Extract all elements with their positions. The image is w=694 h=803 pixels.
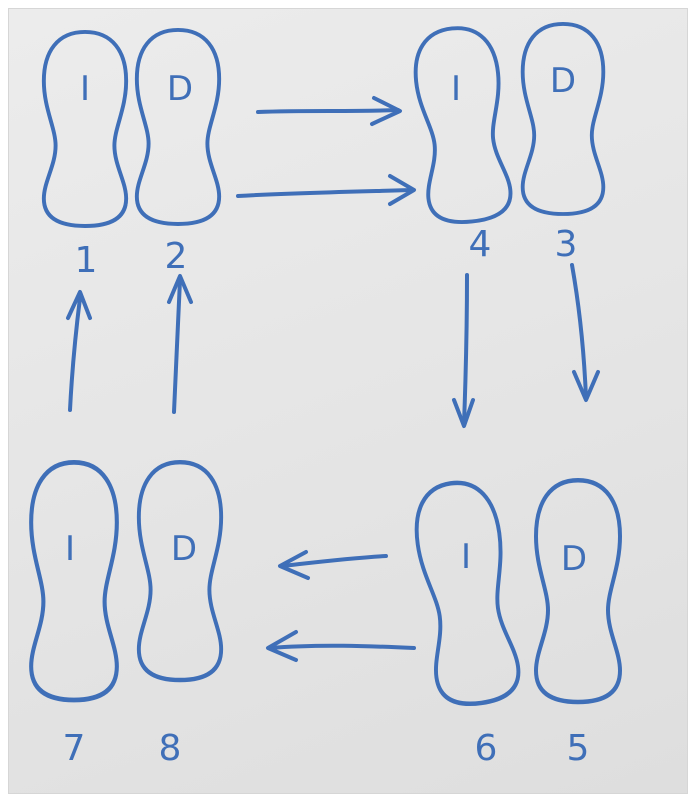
step-number: 1 <box>75 240 98 281</box>
footprint-1: I 1 <box>41 29 129 281</box>
footprint-letter: I <box>461 537 471 577</box>
arrow-right-icon <box>256 96 402 126</box>
footprint-letter: D <box>167 69 193 109</box>
footprint-letter: I <box>451 69 461 109</box>
footprint-letter: D <box>171 529 197 569</box>
footprint-5: D 5 <box>536 480 620 769</box>
footprint-2: D 2 <box>134 27 222 277</box>
arrow-right-icon <box>236 174 416 206</box>
step-number: 5 <box>567 728 590 769</box>
step-number: 8 <box>159 728 182 769</box>
footprint-letter: I <box>80 69 90 109</box>
step-number: 4 <box>469 224 492 265</box>
paper-sheet <box>8 8 688 794</box>
arrow-down-icon <box>452 273 475 428</box>
footprint-7: I 7 <box>31 462 117 769</box>
footprint-4: I 4 <box>409 22 516 265</box>
arrow-left-icon <box>266 630 416 662</box>
step-number: 3 <box>555 224 578 265</box>
arrow-left-icon <box>278 550 388 580</box>
step-number: 7 <box>63 728 86 769</box>
footprint-letter: D <box>561 539 587 579</box>
arrow-up-icon <box>66 290 92 412</box>
arrow-down-icon <box>570 263 600 402</box>
footprint-6: I 6 <box>410 478 522 769</box>
step-number: 6 <box>475 728 498 769</box>
footprint-letter: D <box>550 61 576 101</box>
step-number: 2 <box>165 236 188 277</box>
footprint-3: D 3 <box>520 21 606 265</box>
footprint-8: D 8 <box>139 462 221 769</box>
footprint-letter: I <box>65 529 75 569</box>
arrow-up-icon <box>167 274 193 414</box>
